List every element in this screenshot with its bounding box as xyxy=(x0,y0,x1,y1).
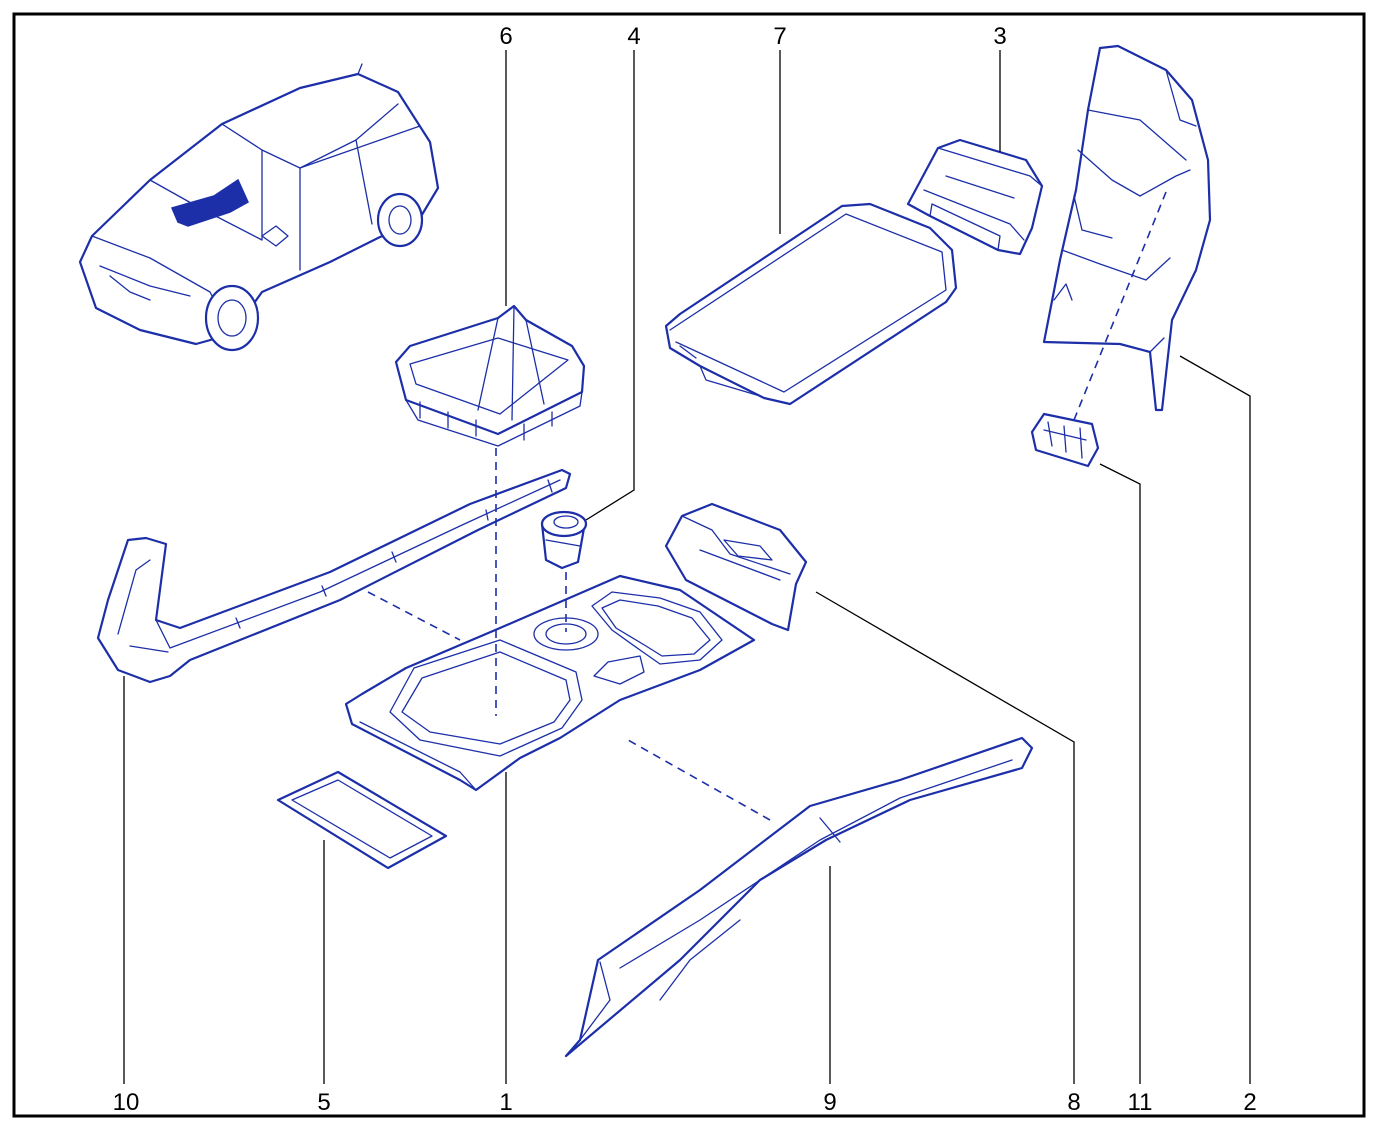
part-7-armrest-lid xyxy=(664,202,958,406)
callout-7: 7 xyxy=(773,23,786,50)
callout-5: 5 xyxy=(317,1089,330,1116)
part-10-front-trim xyxy=(96,468,572,684)
part-3-storage-insert xyxy=(906,138,1044,256)
part-4-power-socket xyxy=(540,510,588,570)
callout-6: 6 xyxy=(499,23,512,50)
assembly-guide-lines xyxy=(367,191,1167,821)
part-6-gear-boot xyxy=(394,304,586,447)
part-9-side-panel xyxy=(564,736,1034,1058)
callout-leader-lines xyxy=(123,50,1251,1084)
callout-2: 2 xyxy=(1243,1089,1256,1116)
callout-8: 8 xyxy=(1067,1089,1080,1116)
vehicle-locator-illustration xyxy=(78,63,440,352)
part-8-side-tray xyxy=(664,502,808,632)
callout-labels: 6 4 7 3 10 5 1 9 8 11 2 xyxy=(113,23,1257,1116)
part-1-console-trim xyxy=(344,574,756,792)
callout-10: 10 xyxy=(113,1089,140,1116)
callout-1: 1 xyxy=(499,1089,512,1116)
callout-3: 3 xyxy=(993,23,1006,50)
highlighted-console-area xyxy=(170,178,249,227)
callout-9: 9 xyxy=(823,1089,836,1116)
diagram-frame xyxy=(12,12,1366,1118)
callout-11: 11 xyxy=(1128,1089,1153,1116)
part-11-switch-module xyxy=(1030,412,1100,468)
part-2-rear-panel xyxy=(1042,44,1212,412)
callout-4: 4 xyxy=(627,23,640,50)
part-5-mat xyxy=(276,770,448,870)
